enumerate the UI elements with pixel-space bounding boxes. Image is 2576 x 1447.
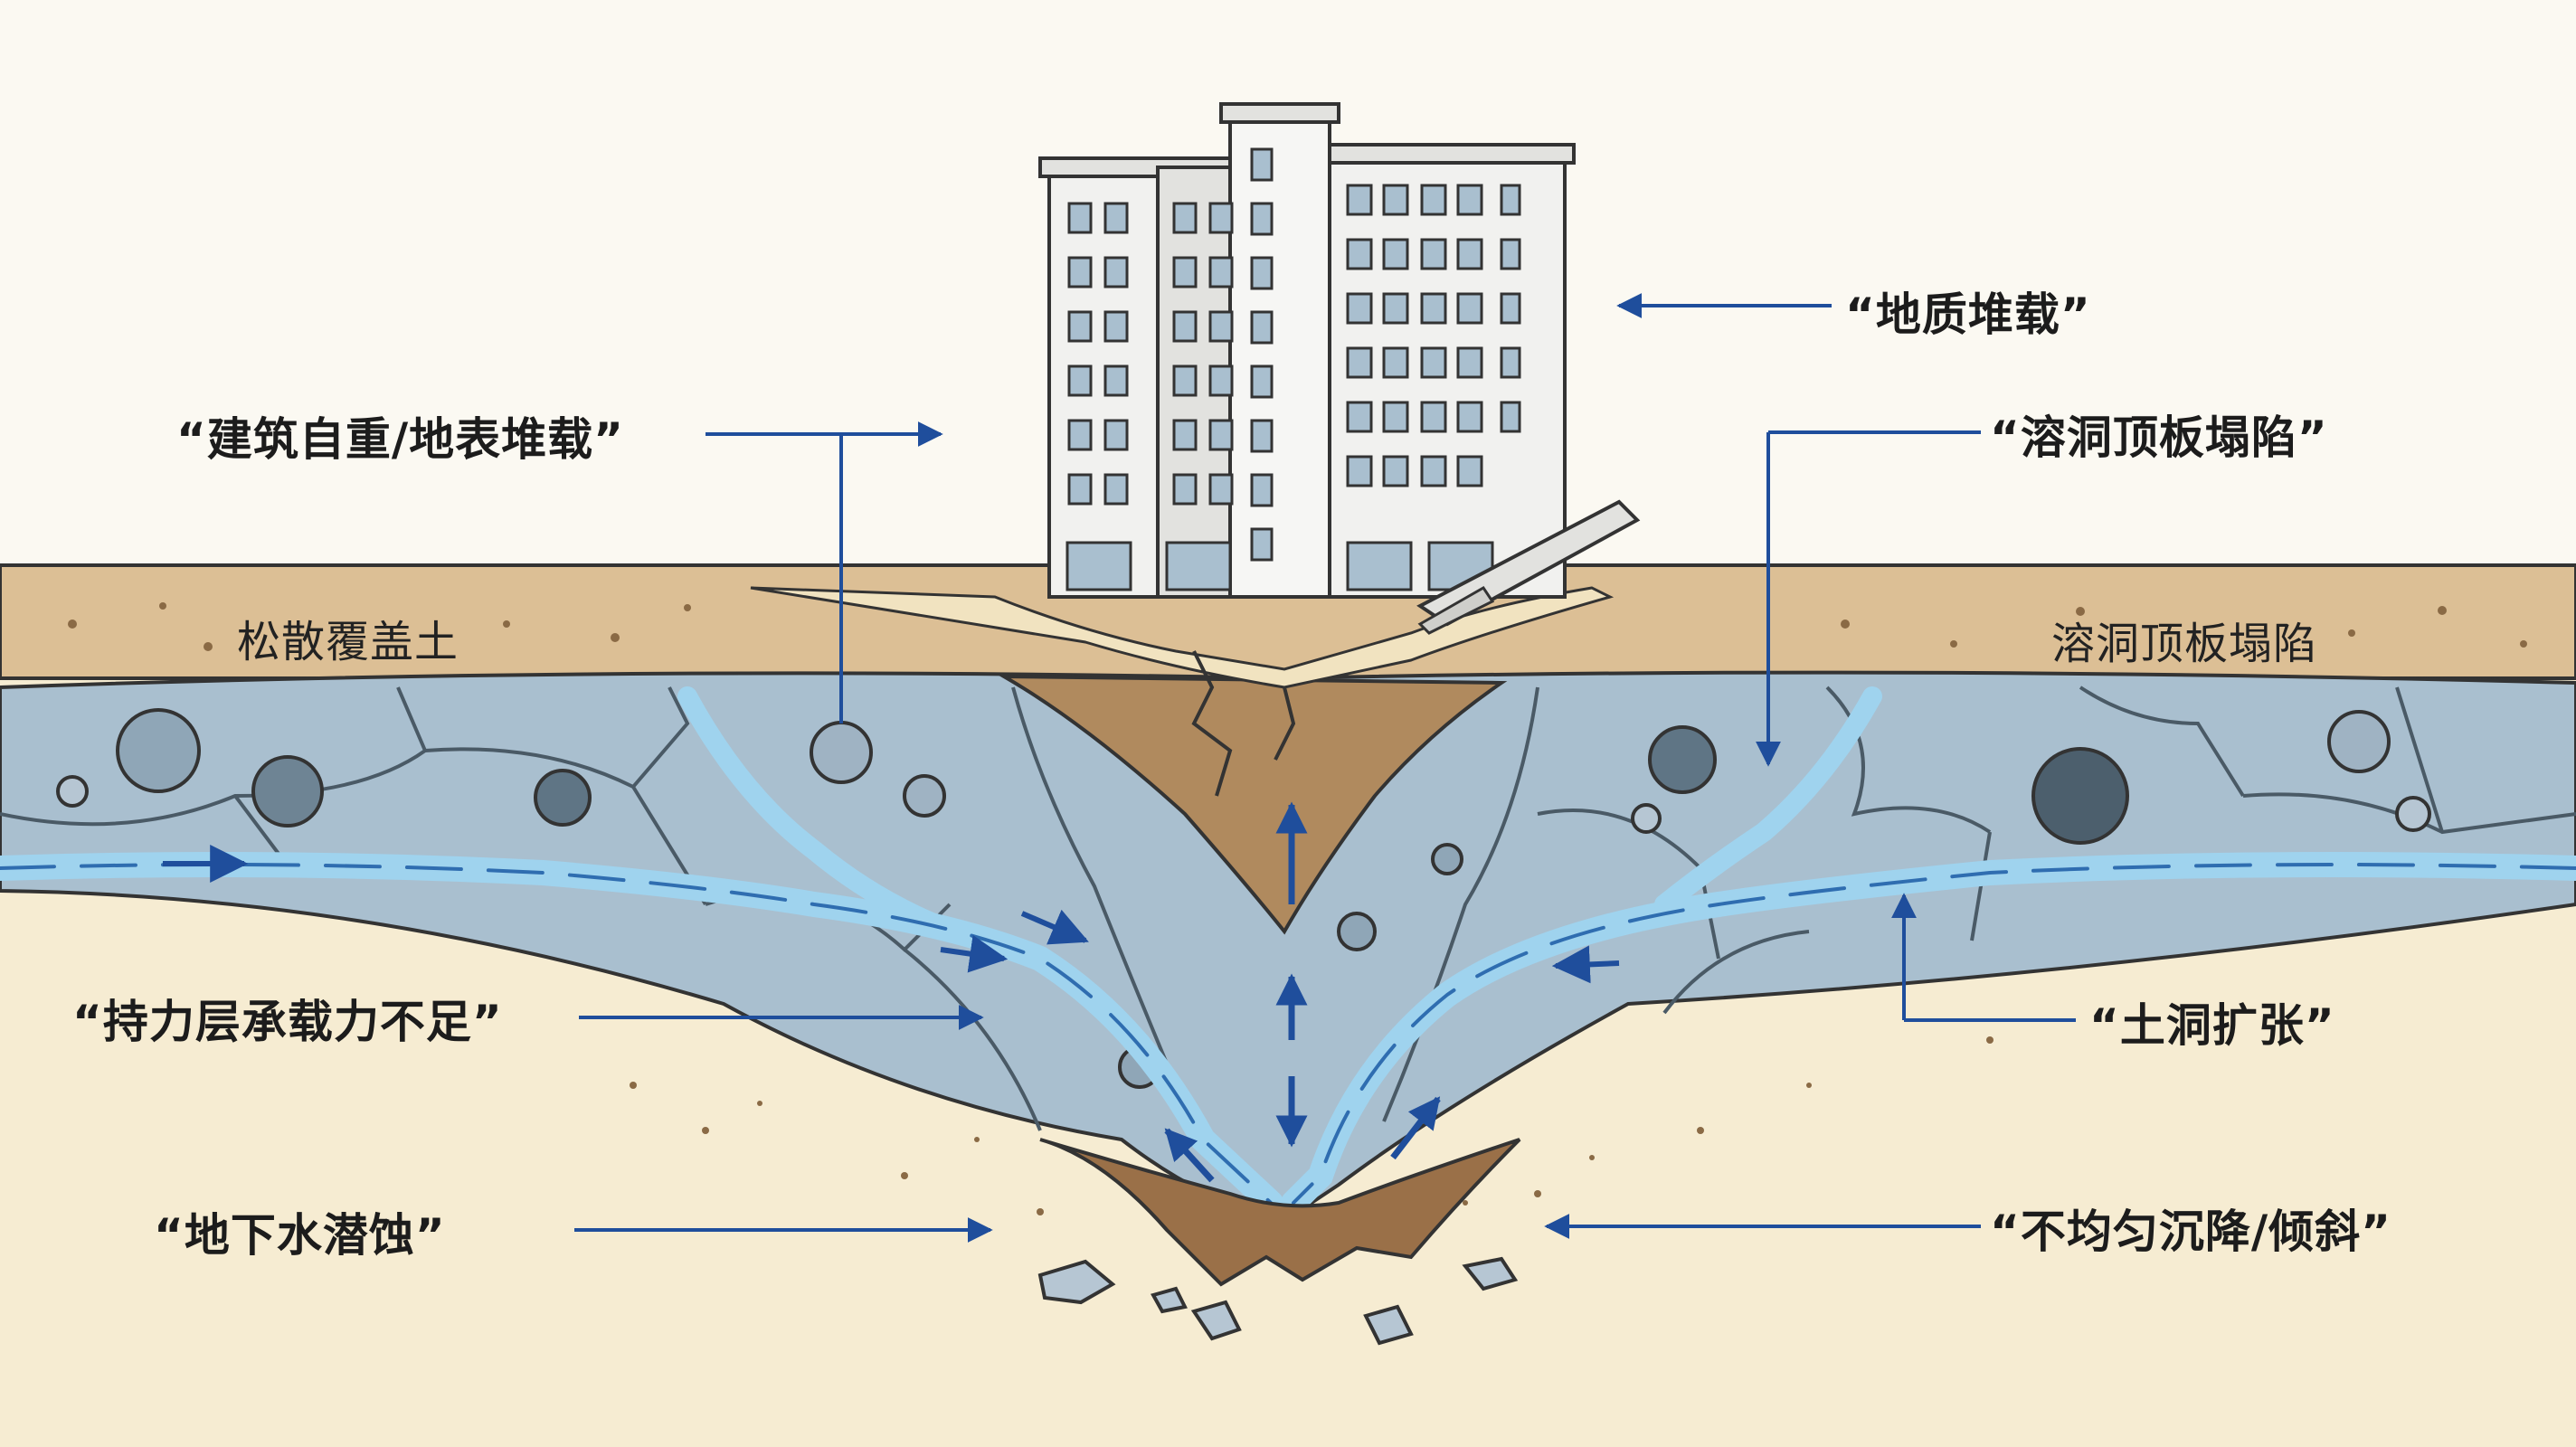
building-cluster bbox=[1038, 102, 1641, 635]
crack-line-2 bbox=[1274, 686, 1296, 761]
collapsed-slab bbox=[1417, 586, 1495, 635]
layer-label-cave-roof: 溶洞顶板塌陷 bbox=[2051, 619, 2318, 669]
rock-pebbles bbox=[56, 708, 2431, 1089]
soil-speckles bbox=[68, 602, 2527, 651]
groundwater-flow bbox=[0, 686, 2576, 1215]
callout-building-load: “建筑自重/地表堆载” bbox=[176, 413, 624, 466]
callout-lines bbox=[574, 293, 2076, 1243]
building-windows bbox=[1065, 147, 1521, 591]
subsidence-funnel bbox=[997, 674, 1508, 935]
crack-line bbox=[1191, 650, 1233, 797]
callout-bearing: “持力层承载力不足” bbox=[72, 996, 503, 1048]
callout-groundwater: “地下水潜蚀” bbox=[154, 1209, 446, 1262]
force-arrows bbox=[1164, 801, 1441, 1183]
callout-geo-load: “地质堆载” bbox=[1845, 288, 2091, 341]
callout-settlement: “不均匀沉降/倾斜” bbox=[1990, 1206, 2391, 1258]
collapse-debris bbox=[1037, 1256, 1519, 1346]
callout-cave-roof: “溶洞顶板塌陷” bbox=[1990, 411, 2328, 464]
sand-speckles bbox=[630, 1036, 1994, 1215]
karst-cavity bbox=[1039, 1138, 1521, 1287]
building-center bbox=[1228, 116, 1331, 599]
callout-soil-cave: “土洞扩张” bbox=[2089, 999, 2335, 1052]
ground-crack-surface bbox=[750, 586, 1615, 689]
flow-arrows bbox=[163, 845, 1620, 984]
layer-label-loose-soil: 松散覆盖土 bbox=[237, 617, 459, 667]
